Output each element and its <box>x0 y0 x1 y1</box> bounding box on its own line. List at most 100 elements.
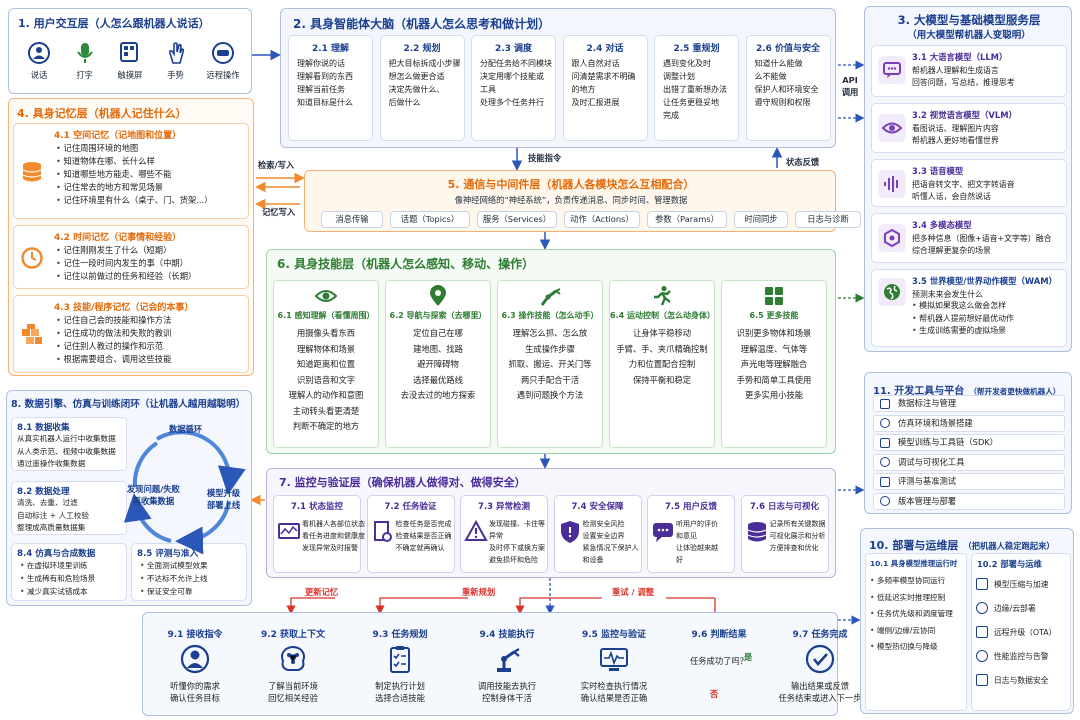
layer-11-title: 11. 开发工具与平台 <box>873 386 965 397</box>
text-line: 去没去过的地方探索 <box>400 390 476 400</box>
monitor-title: 7.6 日志与可视化 <box>749 502 820 512</box>
text-line: 更多实用小技能 <box>744 390 804 400</box>
text-line: 和设备 <box>582 556 604 564</box>
text-line: 听用户的评价 <box>676 520 718 528</box>
text-line: 生成稀有和危险场景 <box>20 572 126 585</box>
middleware-chip-2[interactable]: 话题（Topics） <box>390 211 470 228</box>
ops-item-1[interactable]: 模型压缩与加速 <box>976 572 1070 596</box>
text-line: 设置安全边界 <box>582 532 625 540</box>
ops-item-4[interactable]: 性能监控与告警 <box>976 644 1070 668</box>
alert-icon <box>464 519 488 546</box>
brain-module-title: 2.2 规划 <box>403 44 441 54</box>
text-line: 让身体平稳移动 <box>632 328 692 338</box>
layer-8-data-engine: 8. 数据引擎、仿真与训练闭环（让机器人越用越聪明） 8.1 数据收集 从真实机… <box>6 390 252 606</box>
middleware-chip-5[interactable]: 参数（Params） <box>647 211 727 228</box>
layer-4-memory: 4. 具身记忆层（机器人记住什么） 4.1 空间记忆（记地图和位置）记住周围环境… <box>8 98 254 376</box>
dev-tool-2[interactable]: 仿真环境和场景搭建 <box>873 414 1065 432</box>
middleware-chip-6[interactable]: 时间同步 <box>734 211 788 228</box>
ops-item-label: 边缘/云部署 <box>994 603 1036 613</box>
text-line: 检查任务是否完成 <box>395 520 452 528</box>
model-desc: 把语音转文字、把文字转语音 <box>912 180 1015 189</box>
memory-bullet: 记住环境里有什么（桌子、门、货架...） <box>56 194 213 207</box>
text-line: 两只手配合干活 <box>520 374 580 385</box>
model-service-3: 3.3 语音模型把语音转文字、把文字转语音听懂人话，会自然说话 <box>871 159 1067 207</box>
middleware-chip-3[interactable]: 服务（Services） <box>477 211 557 228</box>
data-label-icon <box>880 398 890 409</box>
loop-label-left: 发现问题/失败 再收集数据 <box>127 484 180 506</box>
monitor-title: 7.4 安全保障 <box>571 502 624 512</box>
grid-apps-icon <box>762 285 786 307</box>
model-desc: 看图说话、理解图片内容 <box>912 124 999 133</box>
text-line: 跟人自然对话 <box>571 59 620 68</box>
monitor-lines: 检查任务是否完成检查结果是否正确不确定就再确认 <box>396 518 452 554</box>
model-bullet: 生成训练需要的虚拟场景 <box>912 325 1006 338</box>
ops-item-3[interactable]: 远程升级（OTA） <box>976 620 1070 644</box>
deploy-bullet: 低延迟实时推理控制 <box>870 590 966 607</box>
running-icon <box>650 285 674 307</box>
flow-step-desc: 输出结果或反馈 <box>790 681 850 691</box>
flow-step-6: 9.6 判断结果任务成功了吗？ <box>667 627 771 666</box>
dev-tool-1[interactable]: 数据标注与管理 <box>873 395 1065 412</box>
method-speak[interactable]: 说话 <box>19 41 59 81</box>
text-line: 问清楚需求不明确 <box>571 72 636 81</box>
monitor-title: 7.5 用户反馈 <box>664 502 718 512</box>
person-icon <box>180 644 210 674</box>
model-desc: 综合理解更复杂的场景 <box>912 246 991 255</box>
eye-scan-icon <box>314 285 338 307</box>
ops-item-label: 性能监控与告警 <box>994 651 1049 661</box>
method-type[interactable]: 打字 <box>65 41 105 81</box>
brain-module-6: 2.6 价值与安全知道什么能做么不能做保护人和环境安全遵守规则和权限 <box>745 35 831 141</box>
skill-title: 6.4 运动控制（怎么动身体） <box>610 311 715 320</box>
brain-module-lines: 知道什么能做么不能做保护人和环境安全遵守规则和权限 <box>755 57 830 109</box>
memory-title: 4.2 时间记忆（记事情和经验） <box>54 233 182 243</box>
text-line: 定位自己在哪 <box>413 328 463 338</box>
dev-tool-label: 评测与基准测试 <box>898 476 957 486</box>
loop-label-right: 模型升级 部署上线 <box>207 488 241 510</box>
text-line: 判断不确定的地方 <box>292 421 360 431</box>
flow-step-desc: 确认结果是否正确 <box>580 693 648 703</box>
arrow-replan <box>375 597 468 615</box>
text-line: 好 <box>676 556 683 564</box>
memory-bullet: 记住成功的做法和失败的教训 <box>56 327 172 340</box>
flow-step-desc: 选择合适技能 <box>375 693 425 703</box>
monitor-module-1: 7.1 状态监控看机器人各部位状态看任务进度和健康度发现异常及时报警 <box>273 495 365 573</box>
text-line: 理解物体和场景 <box>296 343 356 354</box>
method-gesture[interactable]: 手势 <box>156 41 196 81</box>
text-line: 建地图、找路 <box>413 343 463 354</box>
memory-type-3: 4.3 技能/程序记忆（记会的本事）记住自己会的技能和操作方法记住成功的做法和失… <box>13 295 249 373</box>
text-line: 知道什么能做 <box>754 59 803 68</box>
ops-item-5[interactable]: 日志与数据安全 <box>976 668 1070 692</box>
method-remote[interactable]: 远程操作 <box>201 41 245 81</box>
monitor-title: 7.2 任务验证 <box>384 502 437 512</box>
middleware-chip-1[interactable]: 消息传输 <box>321 211 383 228</box>
ops-item-label: 模型压缩与加速 <box>994 579 1049 589</box>
middleware-chip-4[interactable]: 动作（Actions） <box>564 211 640 228</box>
text-line: 分配任务给不同模块 <box>480 59 552 68</box>
layer-1-title: 1. 用户交互层（人怎么跟机器人说话） <box>18 17 210 30</box>
monitor-chart-icon <box>278 520 300 546</box>
dev-tool-6[interactable]: 版本管理与部署 <box>873 492 1065 510</box>
method-touch[interactable]: 触摸屏 <box>110 41 150 81</box>
flow-step-1: 9.1 接收指令听懂你的需求确认任务目标 <box>143 627 247 704</box>
brain-module-lines: 把大目标拆成小步骤想怎么做更合适决定先做什么、后做什么 <box>389 57 464 109</box>
ops-item-2[interactable]: 边缘/云部署 <box>976 596 1070 620</box>
text-line: 减少真实试错成本 <box>20 585 126 598</box>
text-line: 理解怎么抓、怎么放 <box>512 328 588 338</box>
flow-step-5: 9.5 监控与验证实时检查执行情况确认结果是否正确 <box>562 627 666 704</box>
text-line: 发现异常及时报警 <box>302 544 358 552</box>
dev-tool-5[interactable]: 评测与基准测试 <box>873 473 1065 490</box>
text-line: 可视化展示和分析 <box>769 532 826 540</box>
memory-bullet: 记住常去的地方和常见场景 <box>56 181 164 194</box>
debug-icon <box>880 457 890 467</box>
performance-monitor-icon <box>976 650 988 662</box>
label-retrieve: 检索/写入 <box>258 160 295 170</box>
dev-tool-4[interactable]: 调试与可视化工具 <box>873 453 1065 471</box>
model-bullet: 模拟如果我这么做会怎样 <box>912 300 1006 313</box>
text-line: 保护人和环境安全 <box>754 85 819 94</box>
dev-tool-3[interactable]: 模型训练与工具链（SDK） <box>873 434 1065 451</box>
skill-module-3: 6.3 操作技能（怎么动手）理解怎么抓、怎么放生成操作步骤抓取、搬运、开关门等两… <box>497 280 603 448</box>
brain-module-1: 2.1 理解理解你说的话理解看到的东西理解当前任务知道目标是什么 <box>288 35 373 141</box>
middleware-chip-7[interactable]: 日志与诊断 <box>795 211 861 228</box>
brain-module-lines: 分配任务给不同模块决定用哪个技能或工具处理多个任务并行 <box>480 57 555 109</box>
